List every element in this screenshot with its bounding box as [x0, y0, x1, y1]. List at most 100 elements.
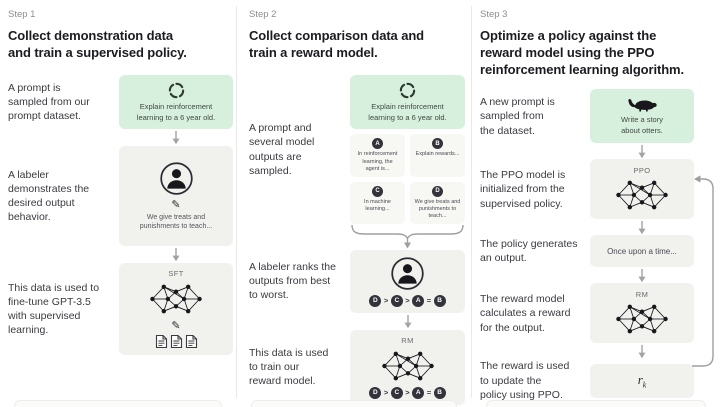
output-c-text: In machine learning...: [364, 198, 391, 212]
documents-icon: [155, 334, 198, 349]
pencil-icon: ✎: [171, 197, 181, 211]
prompt-text: Write a story about otters.: [621, 115, 663, 135]
pencil-icon: ✎: [171, 319, 181, 333]
step-3-note-reward-calc: The reward model calculates a reward for…: [480, 293, 571, 334]
neural-network-icon: [150, 281, 202, 317]
brace-row: [249, 224, 467, 250]
step-1-column: Step 1 Collect demonstration data and tr…: [0, 0, 236, 407]
reward-value-box: rk: [590, 363, 694, 398]
arrow-row: [480, 267, 718, 283]
reward-model-box: RM: [590, 283, 694, 344]
column-divider: [236, 6, 237, 398]
step-3-ppo-row: The PPO model is initialized from the su…: [480, 159, 718, 220]
labeler-demo-box: ✎ We give treats and punishments to teac…: [119, 146, 233, 247]
next-section-card-edge: [251, 400, 457, 407]
down-arrow-icon: [119, 129, 233, 146]
arrow-row: [8, 129, 232, 146]
output-a-box: A In reinforcement learning, the agent i…: [350, 134, 405, 177]
output-c-box: C In machine learning...: [350, 181, 405, 224]
labeler-demo-caption: We give treats and punishments to teach.…: [139, 213, 213, 231]
step-1-label: Step 1: [8, 9, 36, 20]
down-arrow-icon: [350, 313, 465, 330]
neural-network-icon: [616, 301, 668, 337]
arrow-row: [249, 313, 467, 330]
step-3-note-update: The reward is used to update the policy …: [480, 360, 570, 401]
step-3-note-ppo: The PPO model is initialized from the su…: [480, 169, 566, 210]
down-arrow-icon: [590, 343, 694, 359]
step-1-note-finetune: This data is used to fine-tune GPT-3.5 w…: [8, 281, 100, 337]
down-arrow-icon: [590, 219, 694, 235]
step-2-note-sampling: A prompt and several model outputs are s…: [249, 122, 315, 177]
step-2-ranking-row: A labeler ranks the outputs from best to…: [249, 249, 467, 313]
rank-separator: =: [426, 296, 432, 306]
arrow-row: [8, 246, 232, 263]
labeler-ranking-box: D > C > A = B: [350, 249, 465, 313]
arrow-row: [480, 343, 718, 359]
neural-network-icon: [616, 177, 668, 213]
step-1-title: Collect demonstration data and train a s…: [8, 28, 187, 61]
step-2-label: Step 2: [249, 9, 277, 20]
rank-circle: B: [433, 386, 446, 399]
prompt-text: Explain reinforcement learning to a 6 ye…: [136, 102, 216, 122]
output-c-badge: C: [372, 185, 383, 197]
labeler-person-icon: [159, 161, 194, 196]
output-b-box: B Explain rewards...: [410, 134, 465, 177]
sft-label: SFT: [168, 269, 184, 279]
step-3-update-row: The reward is used to update the policy …: [480, 359, 718, 402]
step-2-column: Step 2 Collect comparison data and train…: [237, 0, 471, 407]
step-2-note-train-rm: This data is used to train our reward mo…: [249, 347, 329, 388]
step-3-note-prompt: A new prompt is sampled from the dataset…: [480, 96, 555, 137]
output-b-badge: B: [432, 138, 443, 150]
step-2-train-rm-row: This data is used to train our reward mo…: [249, 329, 467, 405]
step-1-note-prompt: A prompt is sampled from our prompt data…: [8, 82, 90, 123]
prompt-box: Explain reinforcement learning to a 6 ye…: [350, 75, 465, 130]
sample-refresh-icon: [168, 82, 185, 99]
rank-circle: D: [369, 386, 382, 399]
policy-output-box: Once upon a time...: [590, 235, 694, 268]
rank-circle: A: [412, 294, 425, 307]
ppo-feedback-loop-arrow: [692, 175, 714, 367]
rank-circle: A: [412, 386, 425, 399]
step-2-title: Collect comparison data and train a rewa…: [249, 28, 425, 61]
policy-output-text: Once upon a time...: [607, 246, 677, 256]
otter-icon: [626, 97, 658, 112]
prompt-text: Explain reinforcement learning to a 6 ye…: [368, 102, 447, 122]
rank-separator: >: [405, 388, 410, 398]
rank-circle: D: [369, 294, 382, 307]
output-d-box: D We give treats and punishments to teac…: [410, 181, 465, 224]
ppo-model-box: PPO: [590, 159, 694, 220]
prompt-box: Explain reinforcement learning to a 6 ye…: [119, 75, 233, 130]
down-arrow-icon: [590, 143, 694, 159]
output-b-text: Explain rewards...: [415, 151, 460, 158]
ranking-sequence: D > C > A = B: [369, 386, 446, 399]
output-d-badge: D: [432, 185, 443, 197]
step-1-labeler-row: A labeler demonstrates the desired outpu…: [8, 146, 233, 247]
labeler-person-icon: [390, 256, 425, 291]
output-d-text: We give treats and punishments to teach.…: [414, 198, 461, 220]
rank-circle: C: [390, 386, 403, 399]
prompt-box: Write a story about otters.: [590, 89, 694, 144]
column-divider: [471, 6, 472, 398]
step-3-column: Step 3 Optimize a policy against the rew…: [472, 0, 720, 407]
step-1-prompt-row: A prompt is sampled from our prompt data…: [8, 75, 233, 130]
sft-model-box: SFT ✎: [119, 263, 233, 356]
down-arrow-icon: [590, 267, 694, 283]
sample-refresh-icon: [399, 82, 416, 99]
rm-label: RM: [635, 289, 649, 299]
arrow-row: [480, 143, 718, 159]
neural-network-icon: [381, 348, 434, 384]
next-section-card-edge: [486, 400, 706, 407]
reward-model-box: RM D > C > A = B: [350, 329, 465, 405]
ranking-sequence: D > C > A = B: [369, 294, 446, 307]
output-a-badge: A: [372, 138, 383, 150]
step-3-note-output: The policy generates an output.: [480, 238, 578, 265]
arrow-row: [480, 219, 718, 235]
step-2-note-ranking: A labeler ranks the outputs from best to…: [249, 261, 336, 302]
reward-symbol: rk: [637, 371, 647, 390]
rank-separator: >: [405, 296, 410, 306]
model-outputs-grid: A In reinforcement learning, the agent i…: [350, 134, 465, 224]
step-2-sampling-row: A prompt and several model outputs are s…: [249, 75, 467, 224]
rank-circle: C: [390, 294, 403, 307]
step-1-finetune-row: This data is used to fine-tune GPT-3.5 w…: [8, 263, 233, 356]
